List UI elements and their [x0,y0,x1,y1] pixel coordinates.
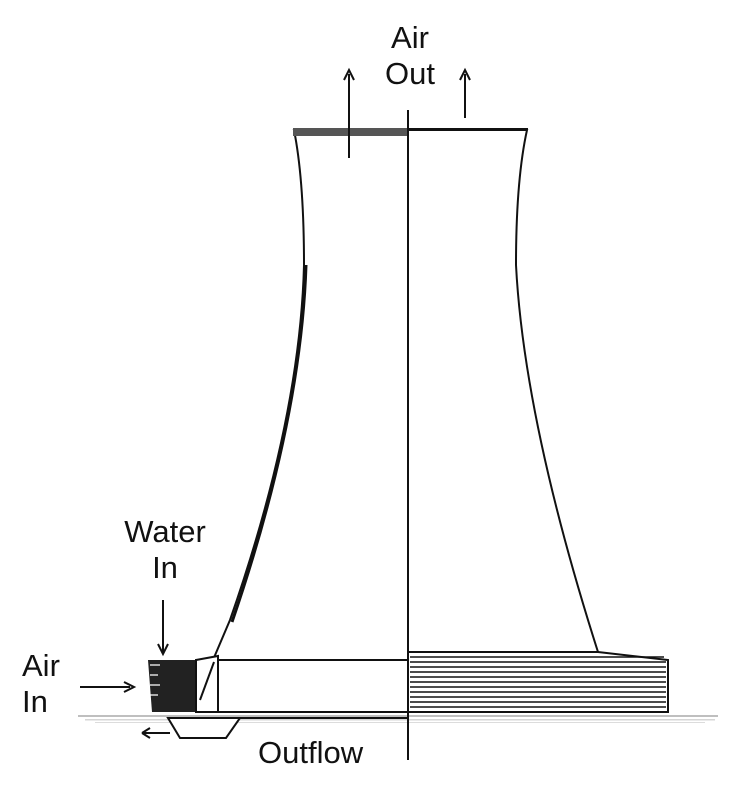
tower-left-shell [211,129,409,661]
water-in-arrow [157,600,169,657]
tower-left-wall [230,264,308,623]
tower-right-shell [407,129,600,653]
air-in-label-line2: In [22,684,48,719]
air-out-arrows [343,67,471,158]
air-in-label: Air In [22,648,82,720]
water-in-label-line1: Water [124,514,206,549]
ground [78,715,718,723]
left-base-fill [148,654,408,719]
water-in-label: Water In [105,514,225,586]
outflow-label: Outflow [258,735,364,770]
air-out-label-line2: Out [385,56,435,91]
air-out-label: Air Out [370,20,450,92]
air-out-label-line1: Air [391,20,429,55]
water-in-label-line2: In [152,550,178,585]
air-in-arrow [80,681,137,693]
tower-top-rim-left [293,128,408,136]
right-base-louvers [407,651,669,713]
outflow-basin [141,717,242,739]
air-in-label-line1: Air [22,648,60,683]
